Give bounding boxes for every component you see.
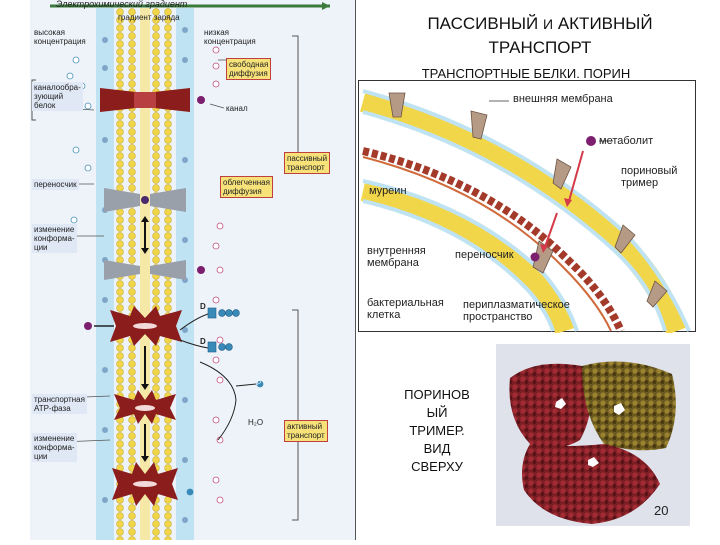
slide-number: 20 xyxy=(654,503,669,518)
bacteria-envelope-illustration xyxy=(360,89,691,335)
slide-title: ПАССИВНЫЙ И АКТИВНЫЙ ТРАНСПОРТ xyxy=(372,12,708,60)
title-word-passive: ПАССИВНЫЙ xyxy=(427,14,539,33)
carrier-protein-1 xyxy=(104,188,186,212)
adp-label-2: D xyxy=(200,337,206,346)
atpase-protein-2 xyxy=(114,390,176,424)
porin-trimer-caption: ПОРИНОВ ЫЙ ТРИМЕР. ВИД СВЕРХУ xyxy=(404,387,470,474)
solute-dot xyxy=(197,96,205,104)
membrane-illustration xyxy=(31,2,330,540)
carrier-label-bacteria: переносчик xyxy=(455,249,514,261)
slide-subtitle: ТРАНСПОРТНЫЕ БЕЛКИ. ПОРИН xyxy=(421,66,631,81)
membrane-figure: Электрохимический градиент градиент заря… xyxy=(30,0,356,540)
channel-label: канал xyxy=(226,104,248,113)
adp-label-1: D xyxy=(200,302,206,311)
title-word-active: АКТИВНЫЙ xyxy=(557,14,653,33)
porin-trimer-image xyxy=(496,344,690,526)
water-label: H₂O xyxy=(248,418,264,427)
murein-label: муреин xyxy=(369,185,407,197)
outer-membrane-label: внешняя мембрана xyxy=(513,93,613,105)
porin-proteins xyxy=(388,92,668,308)
title-word-transport: ТРАНСПОРТ xyxy=(488,38,592,57)
channel-protein xyxy=(100,88,190,112)
metabolite-dot xyxy=(586,136,596,146)
porin-trimer-molecule xyxy=(509,361,676,524)
title-word-and: И xyxy=(543,16,554,32)
charge-gradient-label: градиент заряда xyxy=(118,13,180,22)
atpase-protein-1 xyxy=(110,306,182,346)
carrier-protein-2 xyxy=(104,260,186,280)
porin-pores xyxy=(555,398,625,467)
phosphate-label: P xyxy=(257,381,262,387)
carrier-label: переносчик xyxy=(32,179,79,190)
metabolite-label: метаболит xyxy=(599,135,654,147)
atpase-protein-3 xyxy=(112,462,178,506)
gradient-title: Электрохимический градиент xyxy=(56,0,188,9)
